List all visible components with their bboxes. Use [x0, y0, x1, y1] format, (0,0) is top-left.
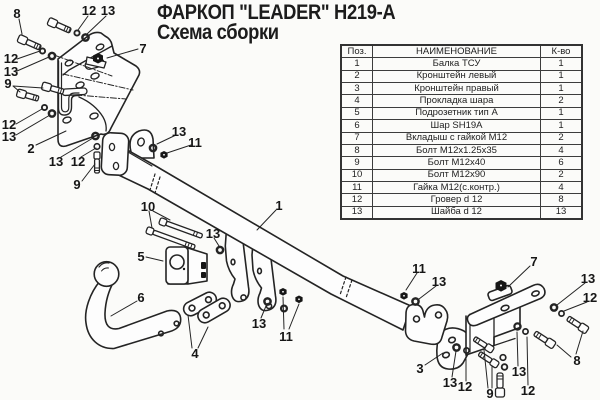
svg-text:6: 6 [137, 290, 144, 305]
svg-text:9: 9 [4, 76, 11, 91]
svg-text:9: 9 [73, 177, 80, 192]
svg-text:13: 13 [172, 124, 186, 139]
svg-text:12: 12 [82, 3, 96, 18]
svg-text:13: 13 [2, 129, 16, 144]
svg-text:9: 9 [486, 386, 493, 400]
svg-text:12: 12 [71, 154, 85, 169]
svg-text:12: 12 [458, 379, 472, 394]
svg-text:1: 1 [275, 198, 282, 213]
svg-text:13: 13 [432, 274, 446, 289]
svg-text:7: 7 [530, 254, 537, 269]
svg-text:13: 13 [101, 3, 115, 18]
svg-text:2: 2 [27, 141, 34, 156]
svg-text:4: 4 [191, 346, 199, 361]
svg-text:8: 8 [13, 6, 20, 21]
svg-text:11: 11 [279, 329, 293, 344]
svg-text:11: 11 [188, 135, 202, 150]
svg-text:11: 11 [412, 261, 426, 276]
svg-text:12: 12 [4, 51, 18, 66]
svg-text:13: 13 [252, 316, 266, 331]
svg-text:13: 13 [4, 64, 18, 79]
svg-text:12: 12 [2, 117, 16, 132]
svg-text:7: 7 [139, 41, 146, 56]
svg-text:13: 13 [206, 226, 220, 241]
svg-text:10: 10 [141, 199, 155, 214]
svg-text:3: 3 [416, 361, 423, 376]
svg-text:13: 13 [581, 271, 595, 286]
svg-text:13: 13 [49, 154, 63, 169]
svg-text:8: 8 [573, 353, 580, 368]
svg-text:13: 13 [443, 375, 457, 390]
svg-text:12: 12 [521, 383, 535, 398]
svg-text:12: 12 [583, 290, 597, 305]
svg-text:13: 13 [512, 364, 526, 379]
svg-text:5: 5 [137, 249, 144, 264]
